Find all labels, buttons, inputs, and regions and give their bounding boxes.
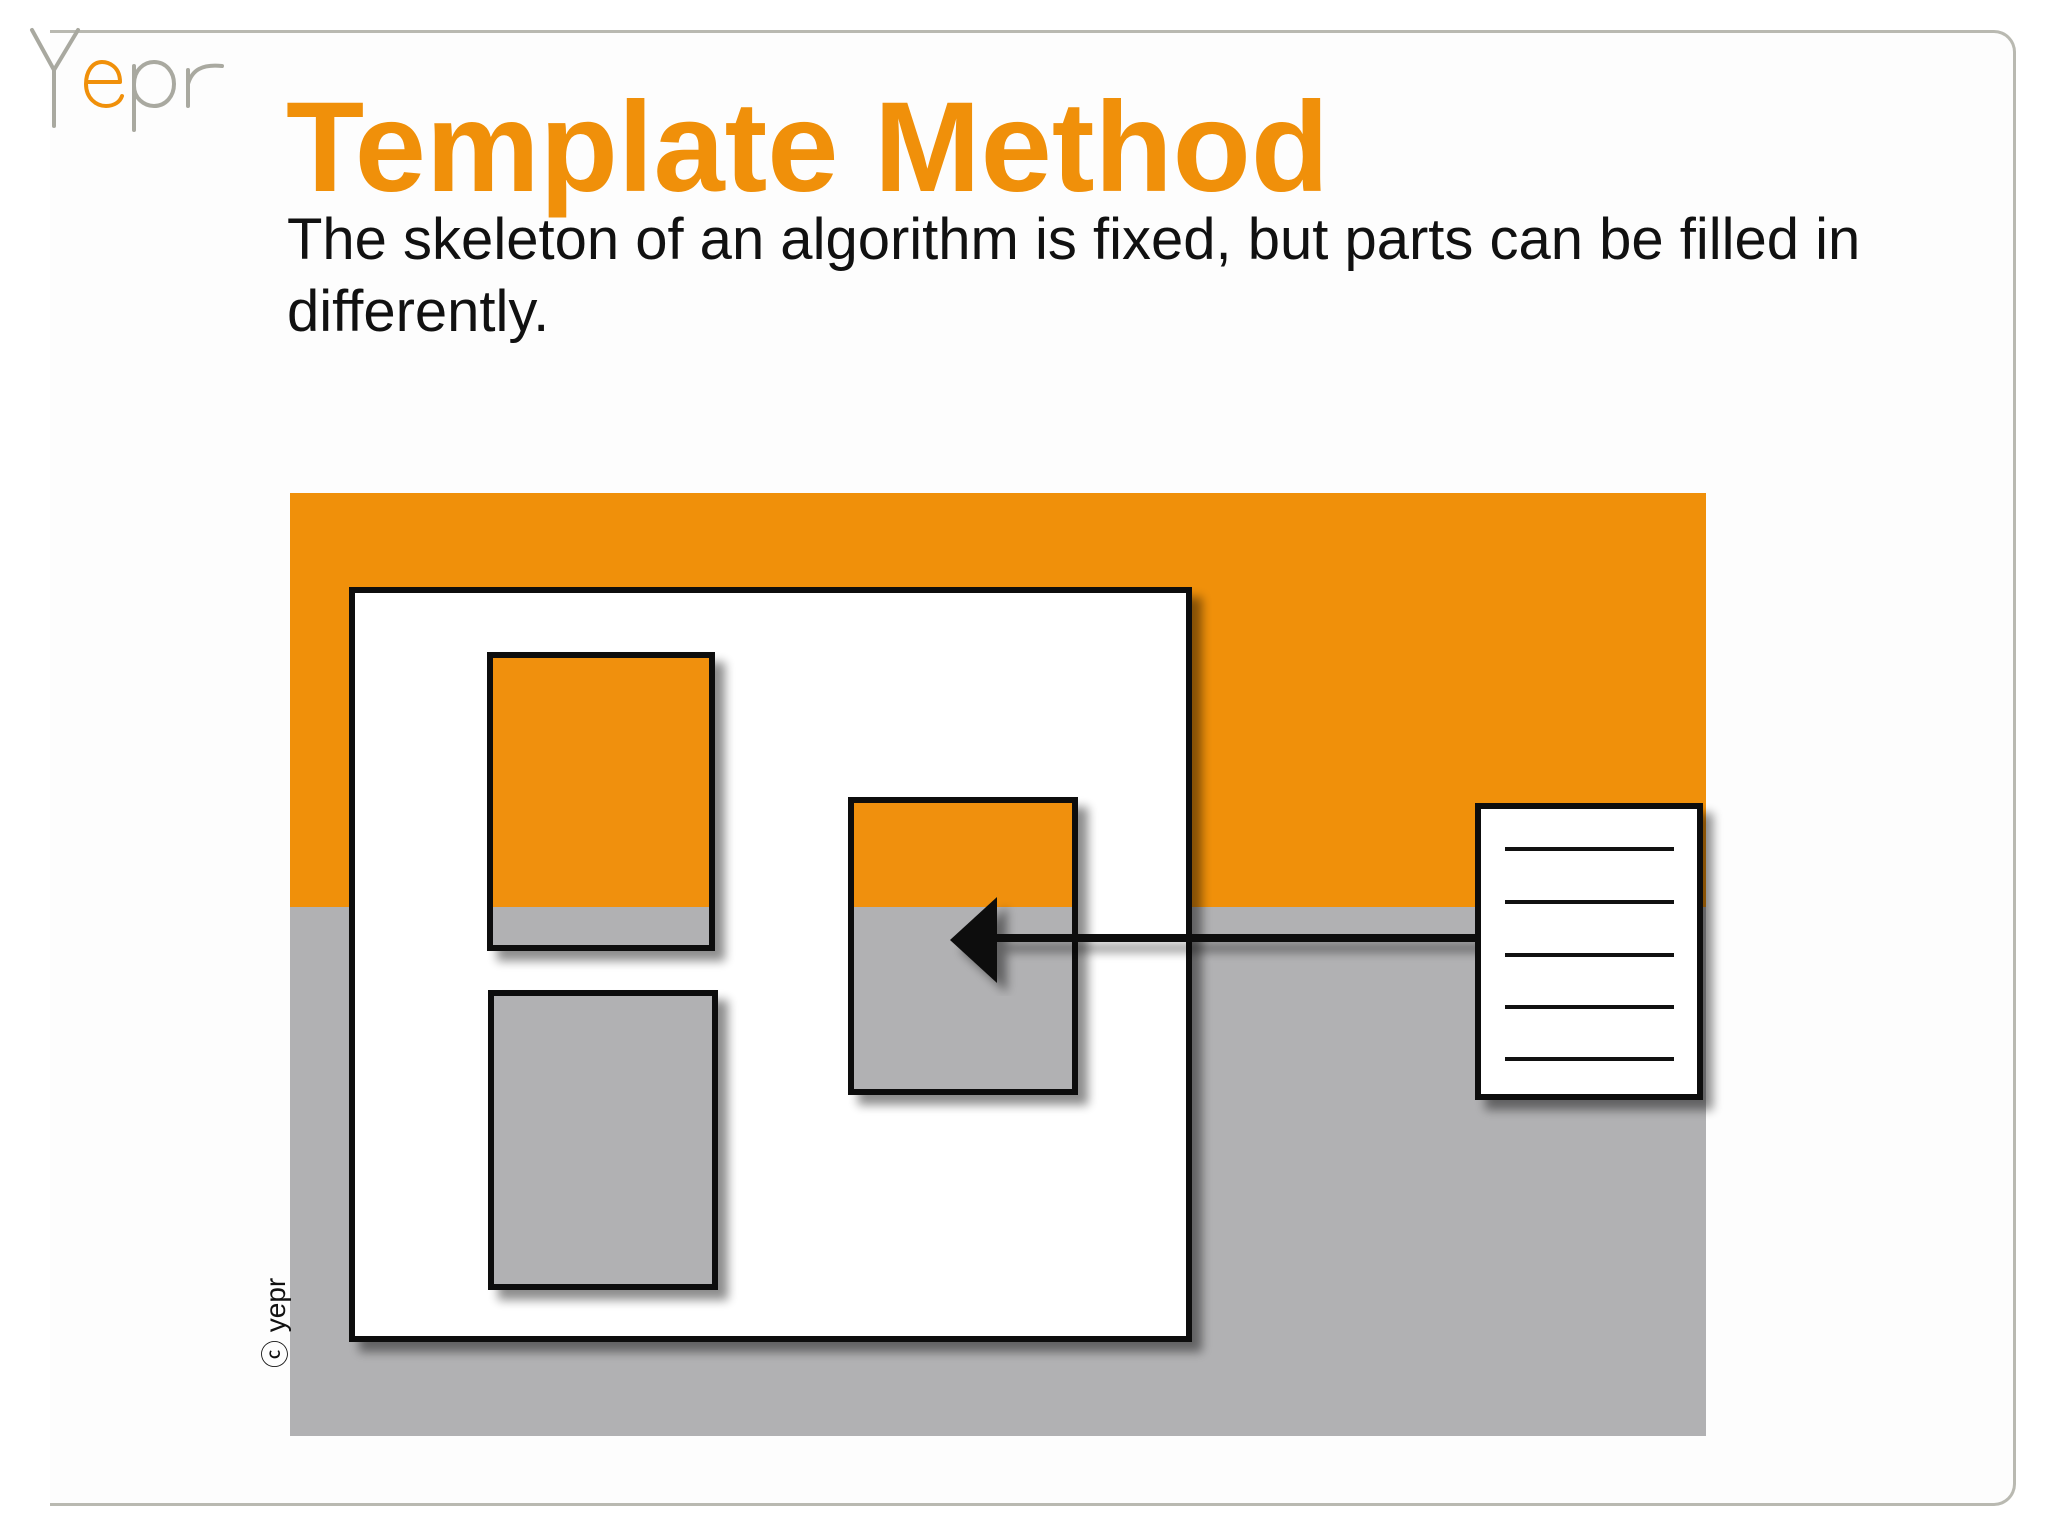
slide-subtitle: The skeleton of an algorithm is fixed, b… — [287, 207, 1861, 344]
subclass-document — [1475, 803, 1703, 1100]
slide-title: Template Method — [286, 76, 1329, 219]
fixed-step-orange — [487, 652, 715, 951]
fixed-step-gray — [488, 990, 718, 1290]
copyright-label: ⓒ yepr — [260, 1277, 291, 1368]
fill-in-arrow — [950, 897, 1478, 983]
yepr-logo — [30, 28, 224, 132]
